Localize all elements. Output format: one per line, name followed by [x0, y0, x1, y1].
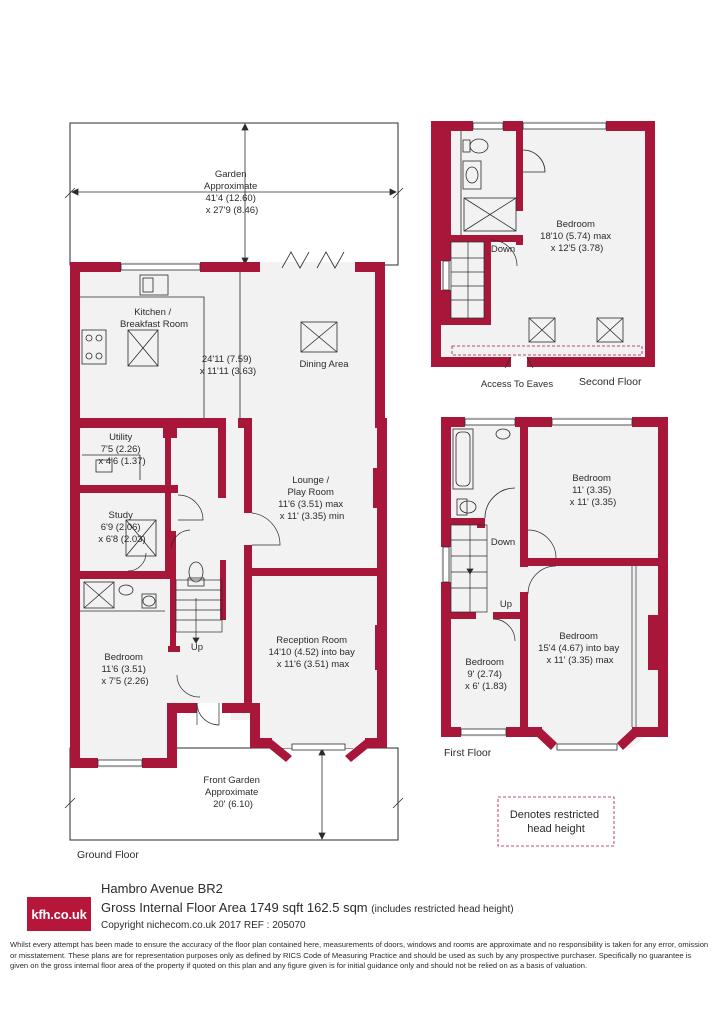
front-garden-label: Front Garden Approximate 20' (6.10) — [203, 775, 262, 810]
ground-doors — [127, 494, 281, 726]
floor-area: Gross Internal Floor Area 1749 sqft 162.… — [101, 900, 514, 915]
first-stairs — [450, 524, 557, 642]
ground-stairs — [175, 579, 223, 644]
access-eaves-label: Access To Eaves — [481, 379, 553, 390]
wardrobe — [631, 566, 637, 727]
second-bedroom-label: Bedroom 18'10 (5.74) max x 12'5 (3.78) — [540, 219, 614, 254]
first-bedroom-small-label: Bedroom 9' (2.74) x 6' (1.83) — [465, 657, 507, 692]
first-floor — [441, 417, 668, 751]
ground-walls — [70, 262, 387, 768]
first-floor-fill — [441, 417, 668, 748]
first-down-label: Down — [491, 537, 515, 548]
first-bedroom-rear-label: Bedroom 11' (3.35) x 11' (3.35) — [570, 473, 617, 508]
skylight — [127, 321, 338, 367]
first-bathroom — [452, 428, 516, 519]
second-floor — [431, 121, 655, 369]
ground-floor-label: Ground Floor — [77, 849, 139, 861]
first-bedroom-front-label: Bedroom 15'4 (4.67) into bay x 11' (3.35… — [538, 631, 622, 666]
ground-bedroom-label: Bedroom 11'6 (3.51) x 7'5 (2.26) — [101, 652, 148, 687]
kitchen-dims: 24'11 (7.59) x 11'11 (3.63) — [200, 354, 256, 377]
agent-logo: kfh.co.uk — [27, 897, 91, 931]
restricted-height-zone — [451, 345, 643, 356]
utility-sink — [82, 454, 141, 480]
first-floor-label: First Floor — [444, 747, 492, 759]
floor-area-note: (includes restricted head height) — [371, 904, 514, 915]
ground-ensuite — [80, 561, 205, 612]
first-up-label: Up — [500, 599, 512, 610]
ground-up-label: Up — [191, 642, 203, 653]
second-windows — [442, 122, 607, 291]
second-skylights — [528, 317, 624, 343]
property-address: Hambro Avenue BR2 — [101, 881, 223, 896]
garden-label: Garden Approximate 41'4 (12.60) x 27'9 (… — [204, 169, 260, 216]
study-label: Study 6'9 (2.06) x 6'8 (2.03) — [98, 510, 145, 545]
legend-box — [497, 796, 615, 847]
reception-label: Reception Room 14'10 (4.52) into bay x 1… — [269, 635, 358, 670]
ground-floor — [64, 122, 404, 841]
second-down-label: Down — [491, 244, 515, 255]
first-walls — [441, 417, 668, 750]
dining-label: Dining Area — [299, 359, 349, 370]
second-walls — [431, 121, 655, 367]
kitchen-label: Kitchen / Breakfast Room — [120, 307, 188, 330]
lounge-label: Lounge / Play Room 11'6 (3.51) max x 11'… — [278, 475, 346, 522]
ground-windows — [97, 263, 346, 767]
first-windows — [442, 418, 633, 751]
dimension-arrows — [64, 123, 404, 840]
floor-area-value: Gross Internal Floor Area 1749 sqft 162.… — [101, 900, 368, 915]
second-bathroom — [460, 131, 546, 235]
study-unit — [125, 519, 157, 557]
bifold-doors — [281, 251, 345, 269]
legend-text: Denotes restricted head height — [510, 809, 602, 835]
utility-label: Utility 7'5 (2.26) x 4'6 (1.37) — [98, 432, 145, 467]
kitchen-units — [80, 272, 241, 418]
eaves-door — [504, 356, 534, 369]
front-garden-outline — [69, 747, 399, 841]
ground-floor-fill — [70, 262, 387, 768]
disclaimer: Whilst every attempt has been made to en… — [10, 940, 709, 971]
second-stairs — [450, 239, 518, 319]
second-floor-label: Second Floor — [579, 376, 642, 388]
labels: Garden Approximate 41'4 (12.60) x 27'9 (… — [98, 169, 622, 835]
copyright: Copyright nichecom.co.uk 2017 REF : 2050… — [101, 920, 306, 931]
floor-labels: Ground Floor First Floor Second Floor — [77, 376, 642, 861]
